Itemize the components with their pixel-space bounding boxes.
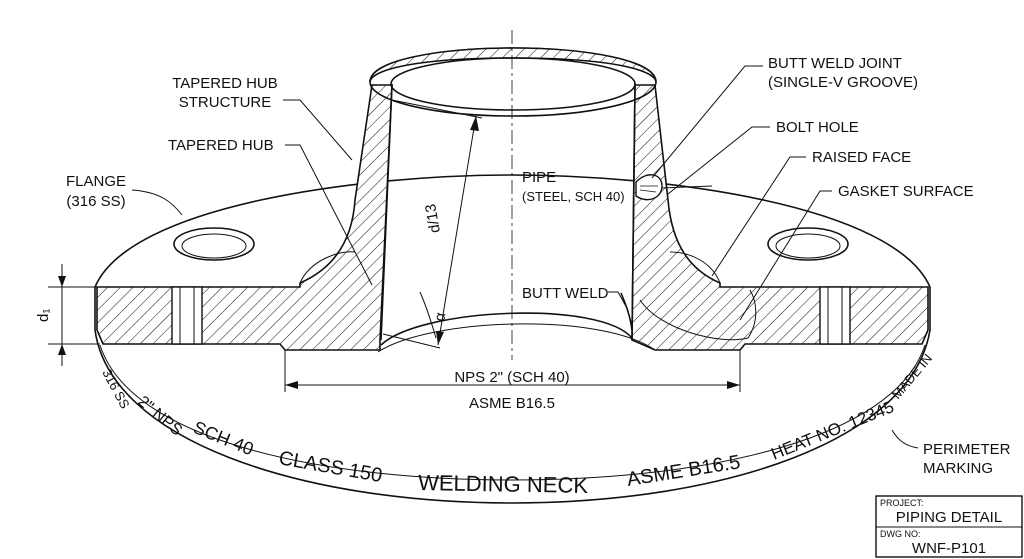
callout-butt-weld-joint: BUTT WELD JOINT (SINGLE-V GROOVE)	[651, 55, 918, 179]
label-raised-face: RAISED FACE	[812, 149, 911, 166]
label-tapered-hub-structure-2: STRUCTURE	[179, 94, 272, 111]
rim-marking-item: SCH 40	[191, 417, 257, 459]
label-gasket-surface: GASKET SURFACE	[838, 183, 974, 200]
hub-fillet-right	[669, 251, 721, 284]
dimension-d1	[48, 264, 100, 366]
label-perimeter-marking-1: PERIMETER	[923, 441, 1011, 458]
callout-gasket-surface: GASKET SURFACE	[739, 183, 974, 321]
rim-marking-item: 2" NPS	[134, 393, 185, 439]
raised-face-arc	[639, 289, 757, 341]
title-block-dwg-caption: DWG NO:	[880, 529, 921, 539]
bolt-hole-right	[767, 227, 849, 261]
callout-flange: FLANGE (316 SS)	[66, 173, 183, 216]
callout-butt-weld: BUTT WELD	[522, 285, 629, 311]
rim-marking-item: 316 SS	[99, 366, 132, 411]
title-block: PROJECT: PIPING DETAIL DWG NO: WNF-P101	[875, 495, 1023, 558]
title-block-dwg: WNF-P101	[912, 540, 986, 557]
bolt-hole-left	[173, 227, 255, 261]
label-pipe-1: PIPE	[522, 169, 556, 186]
label-d1: d₁	[35, 309, 52, 322]
rim-marking-item: ASME B16.5	[625, 451, 742, 491]
callout-perimeter-marking: PERIMETER MARKING	[891, 429, 1011, 477]
label-pipe-2: (STEEL, SCH 40)	[522, 189, 625, 204]
label-butt-weld-joint-2: (SINGLE-V GROOVE)	[768, 74, 918, 91]
title-block-project: PIPING DETAIL	[896, 509, 1002, 526]
rim-marking-item: WELDING NECK	[418, 470, 589, 498]
rim-marking-item: CLASS 150	[277, 447, 384, 487]
title-block-project-caption: PROJECT:	[880, 498, 924, 508]
butt-weld-bead	[635, 174, 663, 201]
bolt-hole-section-right	[819, 286, 851, 345]
callout-tapered-hub: TAPERED HUB	[168, 137, 373, 286]
label-bolt-hole: BOLT HOLE	[776, 119, 859, 136]
label-tapered-hub-structure-1: TAPERED HUB	[172, 75, 278, 92]
label-tapered-hub: TAPERED HUB	[168, 137, 274, 154]
hub-fillet-left	[299, 251, 356, 284]
dimension-nps-label: NPS 2" (SCH 40)	[454, 369, 569, 386]
dimension-standard-label: ASME B16.5	[469, 395, 555, 412]
dimension-nps	[284, 350, 741, 392]
bolt-hole-section-left	[171, 286, 203, 345]
label-butt-weld-joint-1: BUTT WELD JOINT	[768, 55, 902, 72]
dimension-d13	[382, 99, 483, 349]
callout-pipe: PIPE (STEEL, SCH 40)	[522, 169, 713, 204]
angle-alpha-arc	[419, 291, 437, 339]
butt-weld-seam	[620, 292, 633, 331]
rim-marking-item: HEAT NO. 12345	[768, 397, 896, 464]
callout-raised-face: RAISED FACE	[711, 149, 911, 277]
label-alpha: α	[431, 311, 449, 323]
callout-bolt-hole: BOLT HOLE	[667, 119, 859, 195]
label-flange-2: (316 SS)	[66, 193, 125, 210]
flange-section-left	[96, 84, 393, 351]
label-butt-weld: BUTT WELD	[522, 285, 609, 302]
label-flange-1: FLANGE	[66, 173, 126, 190]
label-d13: d/13	[422, 203, 444, 235]
label-perimeter-marking-2: MARKING	[923, 460, 993, 477]
callout-tapered-hub-structure: TAPERED HUB STRUCTURE	[172, 75, 353, 161]
rim-marking-item: MADE IN	[889, 351, 935, 402]
pipe-neck	[369, 47, 657, 353]
